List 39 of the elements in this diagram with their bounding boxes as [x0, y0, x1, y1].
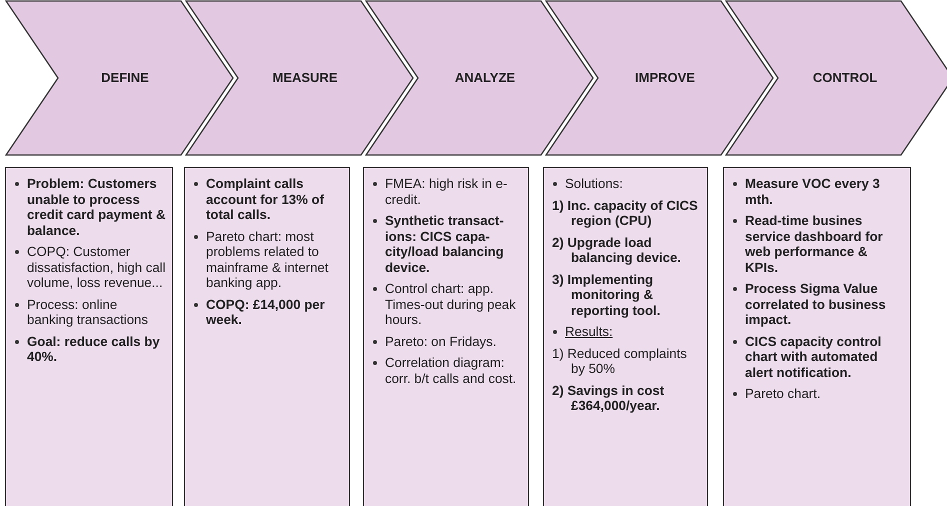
bullet-text: Complaint calls account for 13% of total calls.: [193, 176, 343, 222]
bullet-text: FMEA: high risk in e-credit.: [372, 176, 522, 207]
phase-label: IMPROVE: [634, 70, 696, 85]
phase-label: CONTROL: [812, 70, 878, 85]
bullet-text: Problem: Customers unable to process credit card payment & balance.: [14, 176, 166, 238]
bullet-text: Pareto chart.: [732, 386, 904, 402]
bullet-text: 1) Reduced complaints by 50%: [552, 346, 688, 376]
bullet-text: 2) Savings in cost £364,000/year.: [552, 382, 666, 414]
bullet-text: Measure VOC every 3 mth.: [732, 176, 904, 207]
bullet-text: Results:: [552, 324, 701, 340]
process-step: [365, 0, 594, 156]
text-panel: [184, 167, 350, 506]
process-step: [185, 0, 414, 156]
bullet-text: Pareto chart: most problems related to mainframe & internet banking app.: [193, 228, 343, 290]
bullet-text: CICS capacity control chart with automated alert notification.: [732, 334, 904, 380]
text-panel: [543, 167, 708, 506]
bullet-text: COPQ: £14,000 per week.: [193, 296, 343, 328]
bullet-text: Read-time busines service dashboard for web performance & KPIs.: [732, 213, 904, 275]
phase-label: MEASURE: [271, 70, 338, 85]
bullet-text: Process: online banking transactions: [14, 296, 166, 328]
bullet-text: COPQ: Customer dissatisfaction, high call volume, loss revenue...: [14, 244, 166, 290]
text-panel: [363, 167, 529, 506]
bullet-text: Pareto: on Fridays.: [372, 334, 522, 349]
bullet-text: 2) Upgrade load balancing device.: [552, 234, 682, 266]
phase-label: DEFINE: [100, 70, 150, 85]
text-panel: [723, 167, 911, 506]
text-panel: [5, 167, 173, 506]
bullet-text: Solutions:: [552, 176, 701, 192]
bullet-text: Synthetic transact- ions: CICS capa- city/load balancing device.: [372, 213, 522, 275]
bullet-text: Goal: reduce calls by 40%.: [14, 334, 166, 364]
bullet-text: 1) Inc. capacity of CICS region (CPU): [552, 198, 699, 228]
bullet-text: Control chart: app. Times-out during peak hours.: [372, 281, 522, 328]
bullet-text: Correlation diagram: corr. b/t calls and cost.: [372, 355, 522, 386]
process-step: [5, 0, 234, 156]
process-step: [545, 0, 774, 156]
bullet-text: Process Sigma Value correlated to business impact.: [732, 281, 904, 328]
phase-label: ANALYZE: [454, 70, 516, 85]
bullet-text: 3) Implementing monitoring & reporting tool.: [552, 272, 662, 318]
process-step: [725, 0, 947, 156]
